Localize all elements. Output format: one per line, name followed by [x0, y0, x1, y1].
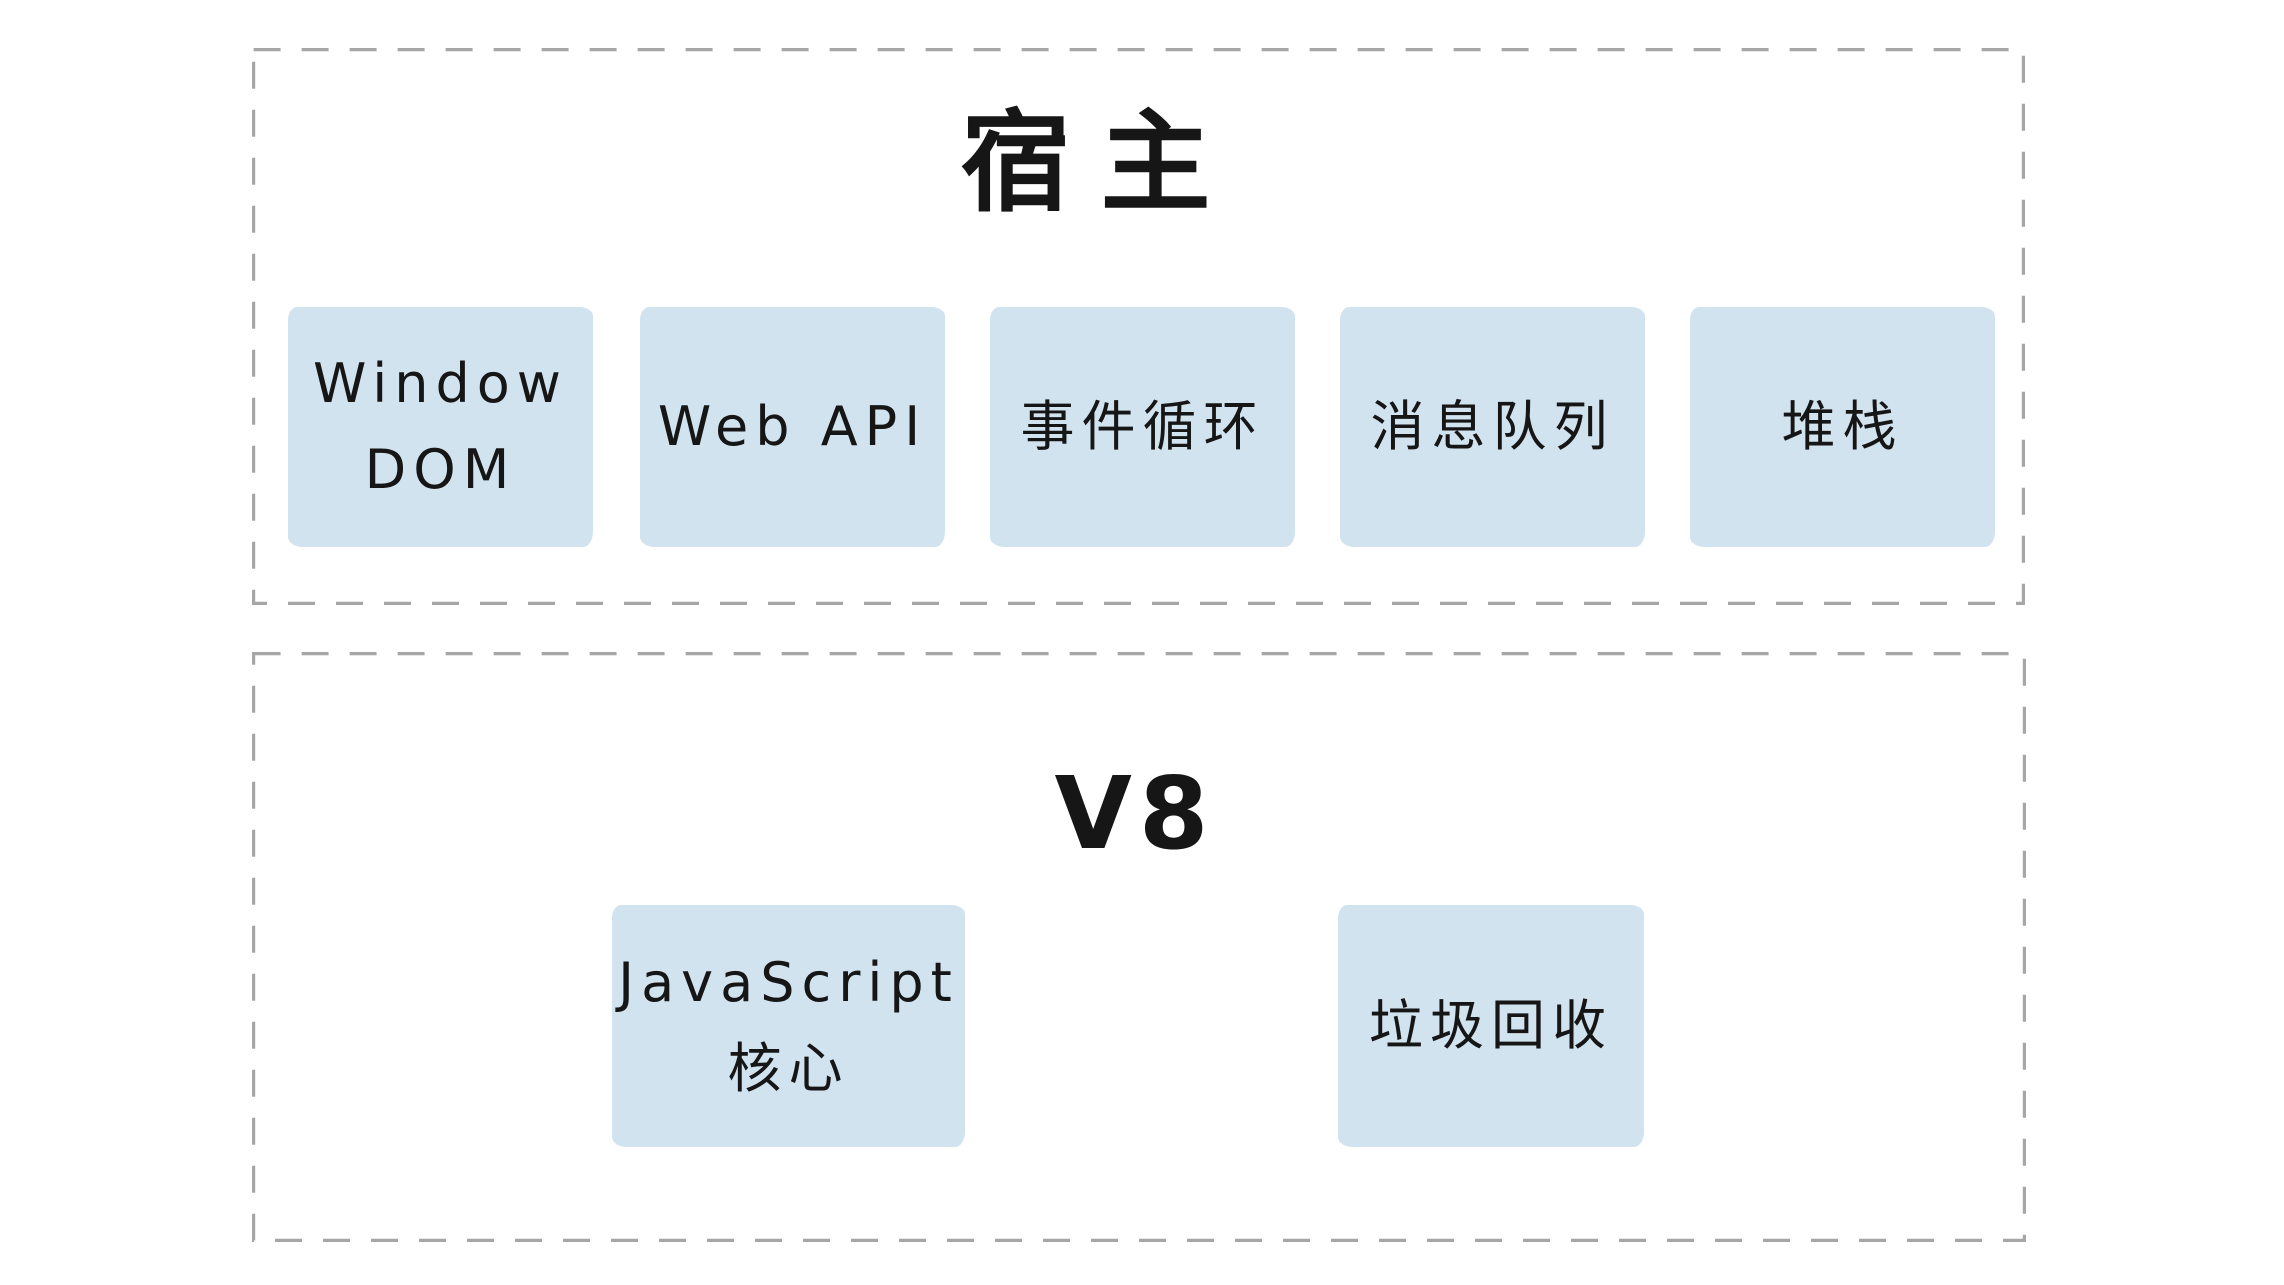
host-title: 宿主 [960, 99, 1241, 227]
box-label-line: 消息队列 [1370, 394, 1615, 458]
host-container: 宿主 Window DOM Web API 事件循环 消息队列 堆栈 [252, 48, 2025, 605]
box-label-line: JavaScript [618, 950, 959, 1014]
box-label-line: 核心 [727, 1037, 850, 1100]
box-label-line: DOM [364, 438, 517, 501]
box-label-line: 堆栈 [1781, 394, 1904, 458]
box-garbage-collection: 垃圾回收 [1338, 905, 1644, 1147]
box-label-line: 垃圾回收 [1369, 993, 1613, 1057]
box-message-queue: 消息队列 [1340, 307, 1645, 547]
box-web-api: Web API [640, 307, 945, 547]
v8-dashed-border [252, 652, 2026, 1242]
v8-title: V8 [1054, 755, 1216, 872]
box-label-line: 事件循环 [1020, 394, 1265, 458]
box-javascript-core: JavaScript 核心 [612, 905, 965, 1147]
v8-container: V8 JavaScript 核心 垃圾回收 [252, 652, 2026, 1242]
box-label-line: Window [313, 351, 568, 415]
box-event-loop: 事件循环 [990, 307, 1295, 547]
box-window-dom: Window DOM [288, 307, 593, 547]
box-stack: 堆栈 [1690, 307, 1995, 547]
box-label-line: Web API [657, 394, 928, 458]
